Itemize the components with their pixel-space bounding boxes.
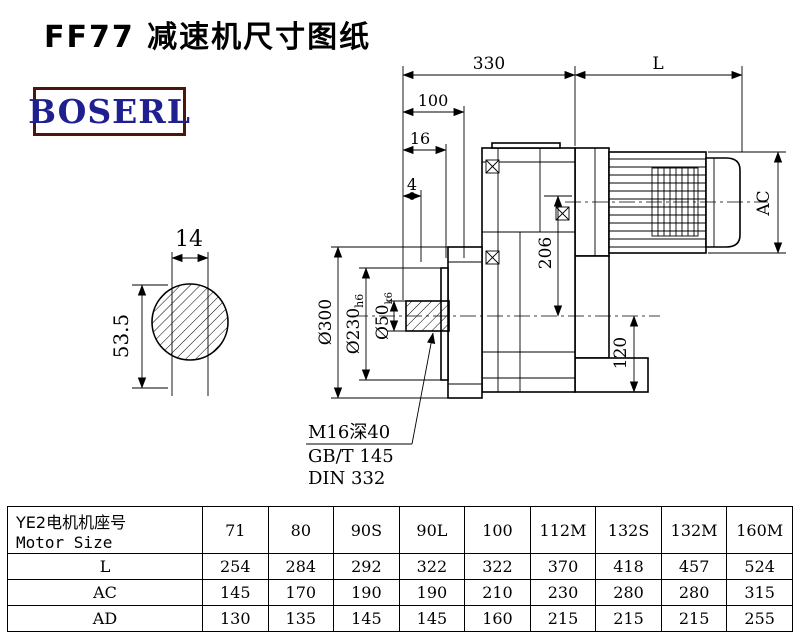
note-gb-standard: GB/T 145	[308, 446, 394, 467]
dim-206-label: 206	[536, 237, 556, 269]
dim-d230-sub: h6	[353, 294, 366, 308]
value-cell: 524	[726, 553, 793, 580]
note-din-standard: DIN 332	[308, 468, 385, 489]
size-col-header: 71	[202, 506, 269, 554]
table-row-L: L 254 284 292 322 322 370 418 457 524	[7, 553, 793, 580]
motor-grid	[657, 168, 695, 236]
size-col-header: 90S	[333, 506, 400, 554]
value-cell: 145	[202, 579, 269, 606]
dim-d300-label: Ø300	[316, 299, 336, 345]
motor-size-label-en: Motor Size	[16, 532, 113, 552]
dim-330-label: 330	[473, 54, 505, 74]
motor-size-header-cell: YE2电机机座号 Motor Size	[7, 506, 203, 554]
dim-14: 14	[171, 227, 209, 263]
value-cell: 280	[660, 579, 728, 606]
value-cell: 322	[464, 553, 531, 580]
size-col-header: 160M	[726, 506, 793, 554]
dim-120-label: 120	[611, 337, 631, 369]
dim-AC: AC	[754, 151, 783, 254]
size-col-header: 100	[464, 506, 531, 554]
size-col-header: 132S	[595, 506, 662, 554]
dim-d230-main: Ø230	[344, 308, 364, 354]
value-cell: 135	[267, 605, 335, 632]
size-col-header: 112M	[529, 506, 597, 554]
table-row-AC: AC 145 170 190 190 210 230 280 280 315	[7, 579, 793, 606]
value-cell: 284	[267, 553, 335, 580]
dim-d230h6: Ø230h6	[344, 267, 371, 381]
motor	[608, 151, 741, 254]
brand-logo-box: BOSERL	[28, 87, 190, 136]
motor-fan-cover	[705, 157, 741, 248]
dim-AC-label: AC	[754, 190, 774, 216]
value-cell: 145	[333, 605, 400, 632]
dim-4-label: 4	[407, 175, 417, 194]
output-flange	[440, 246, 483, 399]
motor-fins	[609, 158, 706, 248]
dim-100-label: 100	[418, 91, 449, 110]
value-cell: 230	[529, 579, 597, 606]
value-cell: 457	[660, 553, 728, 580]
value-cell: 418	[595, 553, 662, 580]
dim-d300: Ø300	[316, 246, 343, 399]
dim-16-label: 16	[410, 129, 430, 148]
dim-d50-main: Ø50	[373, 304, 393, 340]
svg-text:Ø230h6: Ø230h6	[344, 294, 366, 354]
dim-L-label: L	[652, 54, 663, 74]
dim-14-label: 14	[175, 227, 203, 252]
value-cell: 160	[464, 605, 531, 632]
thread-note-leader: M16深40 GB/T 145 DIN 332	[306, 332, 436, 489]
table-header-row: YE2电机机座号 Motor Size 71 80 90S 90L 100 11…	[7, 506, 793, 554]
value-cell: 130	[202, 605, 269, 632]
dim-L: L	[574, 54, 743, 80]
size-col-header: 132M	[660, 506, 728, 554]
brand-logo-text: BOSERL	[28, 92, 191, 131]
value-cell: 370	[529, 553, 597, 580]
value-cell: 170	[267, 579, 335, 606]
dim-d50-sub: k6	[384, 292, 395, 304]
value-cell: 315	[726, 579, 793, 606]
technical-drawing: 14 53.5 330 L 100 16	[109, 54, 786, 489]
row-label-AC: AC	[7, 579, 203, 606]
note-thread: M16深40	[308, 422, 390, 443]
value-cell: 190	[333, 579, 400, 606]
dim-16: 16	[402, 129, 447, 155]
dim-120: 120	[611, 315, 639, 393]
dim-53-5-label: 53.5	[109, 314, 133, 359]
size-col-header: 80	[267, 506, 335, 554]
value-cell: 215	[660, 605, 728, 632]
page-title: FF77 减速机尺寸图纸	[44, 20, 372, 55]
row-label-L: L	[7, 553, 203, 580]
value-cell: 255	[726, 605, 793, 632]
dim-206: 206	[536, 195, 563, 317]
size-col-header: 90L	[398, 506, 466, 554]
dim-4: 4	[402, 175, 422, 201]
dim-330: 330	[402, 54, 576, 80]
svg-text:Ø50k6: Ø50k6	[373, 292, 395, 340]
row-label-AD: AD	[7, 605, 203, 632]
value-cell: 215	[595, 605, 662, 632]
value-cell: 280	[595, 579, 662, 606]
value-cell: 190	[398, 579, 466, 606]
value-cell: 145	[398, 605, 466, 632]
value-cell: 254	[202, 553, 269, 580]
value-cell: 215	[529, 605, 597, 632]
dimension-table: YE2电机机座号 Motor Size 71 80 90S 90L 100 11…	[7, 506, 793, 632]
value-cell: 210	[464, 579, 531, 606]
dim-d50k6: Ø50k6	[373, 292, 399, 340]
motor-size-label-cn: YE2电机机座号	[16, 512, 127, 532]
shaft-section-view	[151, 252, 229, 396]
value-cell: 292	[333, 553, 400, 580]
table-row-AD: AD 130 135 145 145 160 215 215 215 255	[7, 605, 793, 632]
dim-100: 100	[402, 91, 465, 117]
extension-lines	[331, 66, 786, 399]
value-cell: 322	[398, 553, 466, 580]
dim-53-5: 53.5	[109, 284, 168, 389]
